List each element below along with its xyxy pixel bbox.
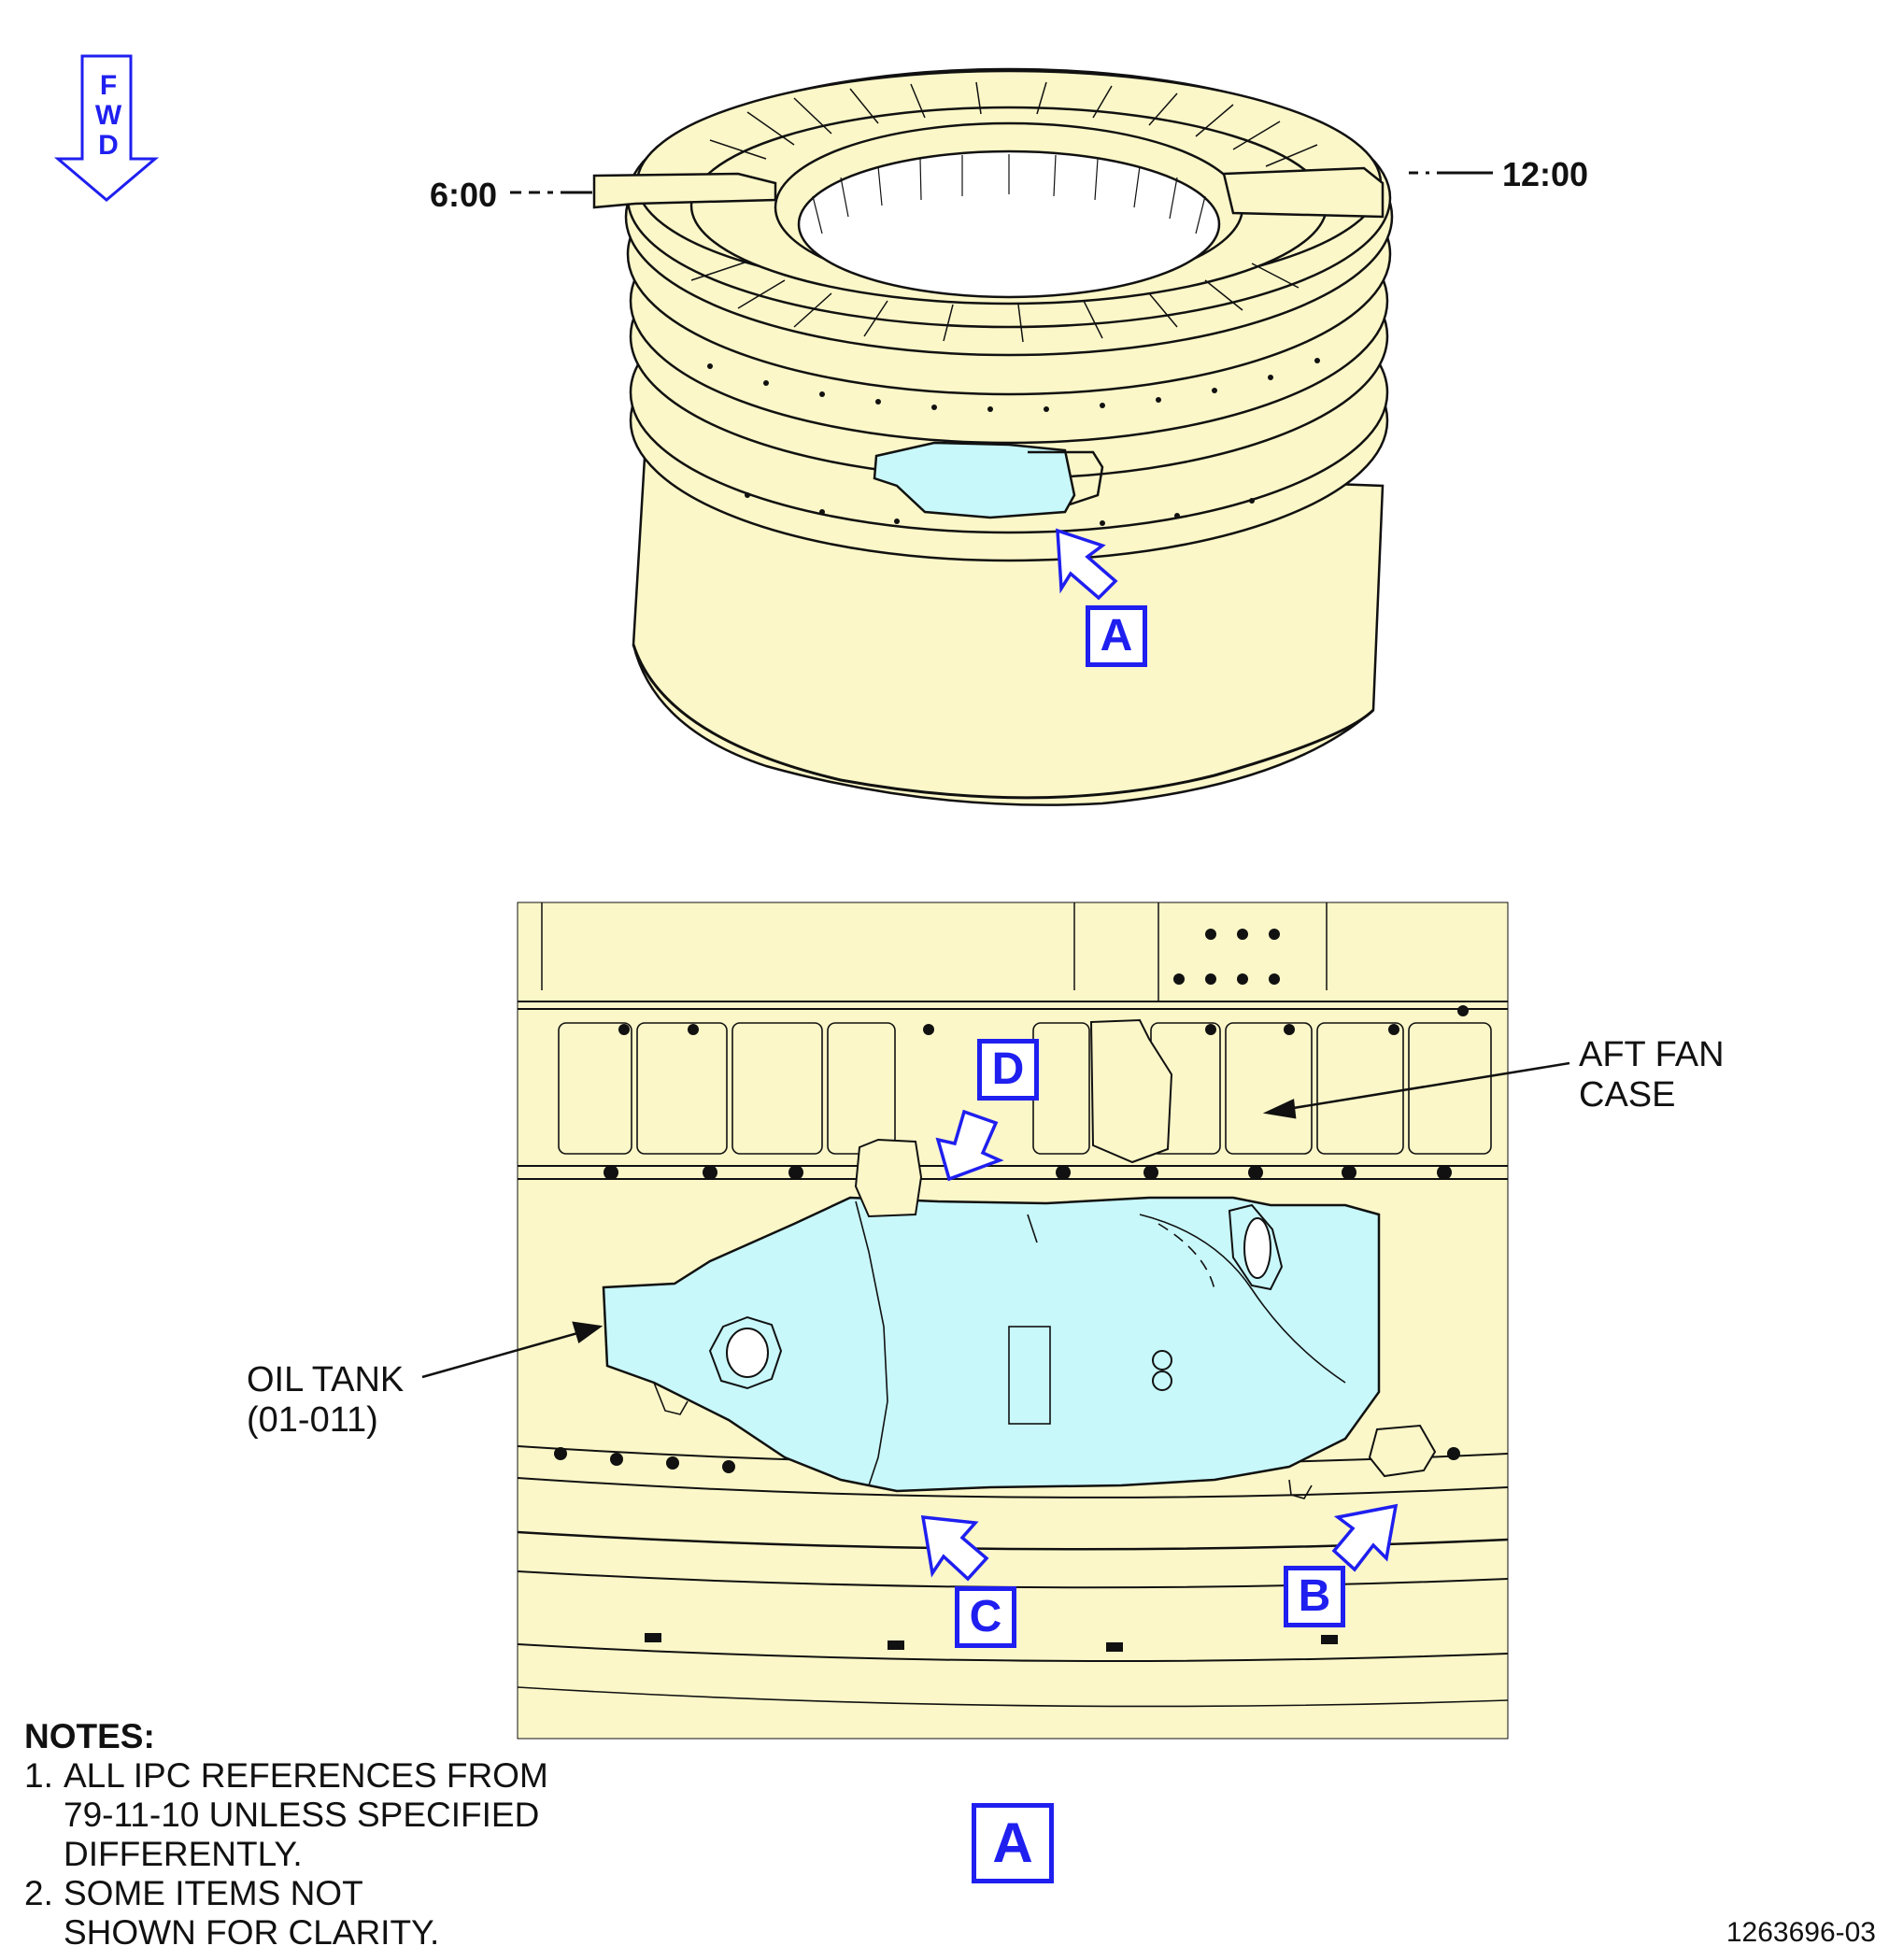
clock-position-12-label: 12:00	[1502, 155, 1589, 193]
view-d-pointer-arrow	[935, 1109, 1004, 1182]
note-item: 2. SOME ITEMS NOT SHOWN FOR CLARITY.	[24, 1874, 440, 1952]
detail-view-title-box: A	[972, 1803, 1054, 1883]
fwd-letter: D	[98, 130, 119, 161]
fwd-arrow-icon	[53, 54, 160, 202]
notes-title: NOTES:	[24, 1717, 155, 1755]
fwd-letter: F	[99, 70, 118, 101]
view-c-pointer-arrow	[920, 1515, 989, 1582]
oil-tank-label: OIL TANK (01-011)	[247, 1360, 405, 1440]
callout-leaders	[421, 1061, 1570, 1379]
note-item: 1. ALL IPC REFERENCES FROM 79-11-10 UNLE…	[24, 1756, 548, 1873]
aft-fan-case-label: AFT FAN CASE	[1579, 1035, 1725, 1115]
fwd-letter: W	[94, 100, 122, 131]
view-b-pointer-arrow	[1331, 1503, 1399, 1572]
fwd-label: F W D	[90, 71, 127, 161]
figure-number: 1263696-03	[1726, 1917, 1876, 1948]
view-a-pointer-arrow	[1056, 528, 1118, 601]
view-a-reference-box: A	[1086, 605, 1147, 667]
notes-block: NOTES: 1. ALL IPC REFERENCES FROM 79-11-…	[24, 1717, 548, 1953]
view-d-reference-box: D	[977, 1039, 1039, 1101]
detail-frame	[517, 902, 1509, 1740]
clock-leaders	[510, 171, 1493, 194]
view-b-reference-box: B	[1284, 1566, 1345, 1627]
clock-position-6-label: 6:00	[430, 176, 498, 214]
view-c-reference-box: C	[955, 1586, 1016, 1648]
fan-case-assembly-view	[592, 67, 1394, 806]
